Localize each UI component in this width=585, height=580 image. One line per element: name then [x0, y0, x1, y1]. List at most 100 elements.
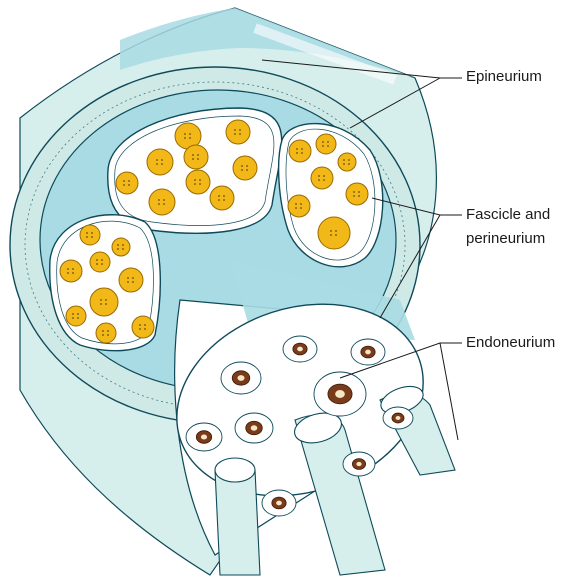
axon-core: [356, 462, 361, 466]
axon-dot: [241, 165, 243, 167]
axon-dot: [67, 268, 69, 270]
axon-dot: [343, 163, 345, 165]
axon-dot: [91, 236, 93, 238]
label-epineurium: Epineurium: [466, 68, 542, 86]
axon-dot: [239, 129, 241, 131]
axon-dot: [132, 281, 134, 283]
axon-dot: [144, 324, 146, 326]
axon-dot: [72, 317, 74, 319]
axon: [346, 183, 368, 205]
axon: [316, 134, 336, 154]
axon-dot: [101, 263, 103, 265]
axon-dot: [353, 191, 355, 193]
axon-dot: [199, 179, 201, 181]
axon-dot: [322, 141, 324, 143]
axon-dot: [192, 154, 194, 156]
axon-dot: [101, 259, 103, 261]
axon-core: [201, 434, 207, 439]
axon-dot: [335, 230, 337, 232]
axon-dot: [223, 195, 225, 197]
axon-dot: [122, 248, 124, 250]
axon: [186, 170, 210, 194]
axon: [338, 153, 356, 171]
axon-dot: [107, 330, 109, 332]
axon-dot: [100, 299, 102, 301]
axon-dot: [343, 159, 345, 161]
axon-dot: [300, 207, 302, 209]
axon-dot: [128, 180, 130, 182]
axon-dot: [239, 133, 241, 135]
axon-dot: [161, 163, 163, 165]
axon-dot: [348, 163, 350, 165]
axon-dot: [163, 199, 165, 201]
axon: [119, 268, 143, 292]
axon-dot: [184, 133, 186, 135]
axon: [288, 195, 310, 217]
axon-dot: [123, 180, 125, 182]
axon: [233, 156, 257, 180]
axon-dot: [123, 184, 125, 186]
axon-dot: [192, 158, 194, 160]
axon-dot: [102, 330, 104, 332]
axon-core: [237, 375, 244, 381]
axon-dot: [100, 303, 102, 305]
axon-dot: [128, 184, 130, 186]
axon-dot: [67, 272, 69, 274]
axon-core: [396, 416, 401, 420]
axon-dot: [96, 263, 98, 265]
axon: [116, 172, 138, 194]
axon-dot: [86, 236, 88, 238]
axon-dot: [323, 175, 325, 177]
axon: [210, 186, 234, 210]
axon-dot: [295, 207, 297, 209]
axon: [318, 217, 350, 249]
axon-dot: [199, 183, 201, 185]
axon: [90, 288, 118, 316]
axon-dot: [189, 133, 191, 135]
axon-dot: [163, 203, 165, 205]
axon-dot: [234, 133, 236, 135]
axon-dot: [234, 129, 236, 131]
axon-dot: [86, 232, 88, 234]
axon-dot: [322, 145, 324, 147]
axon-dot: [358, 191, 360, 193]
axon: [147, 149, 173, 175]
axon-dot: [102, 334, 104, 336]
axon-dot: [327, 145, 329, 147]
axon-dot: [330, 234, 332, 236]
axon-dot: [139, 328, 141, 330]
axon-dot: [197, 158, 199, 160]
axon-dot: [144, 328, 146, 330]
axon: [80, 225, 100, 245]
axon: [311, 167, 333, 189]
axon-dot: [301, 152, 303, 154]
axon-dot: [189, 137, 191, 139]
axon-dot: [318, 175, 320, 177]
axon-dot: [77, 313, 79, 315]
axon: [184, 145, 208, 169]
axon-dot: [156, 163, 158, 165]
label-fascicle-line1: Fascicle and: [466, 206, 550, 224]
axon-dot: [105, 303, 107, 305]
axon-dot: [72, 268, 74, 270]
axon-dot: [107, 334, 109, 336]
axon-core: [335, 390, 345, 398]
axon-dot: [117, 248, 119, 250]
axon-dot: [139, 324, 141, 326]
axon-dot: [122, 244, 124, 246]
axon-dot: [91, 232, 93, 234]
axon: [90, 252, 110, 272]
axon: [226, 120, 250, 144]
axon-dot: [296, 148, 298, 150]
axon-dot: [161, 159, 163, 161]
axon-dot: [127, 277, 129, 279]
axon-dot: [158, 203, 160, 205]
axon-core: [297, 347, 303, 352]
axon-dot: [330, 230, 332, 232]
axon-dot: [132, 277, 134, 279]
axon-dot: [218, 195, 220, 197]
axon-dot: [197, 154, 199, 156]
axon-dot: [348, 159, 350, 161]
label-endoneurium: Endoneurium: [466, 334, 555, 352]
